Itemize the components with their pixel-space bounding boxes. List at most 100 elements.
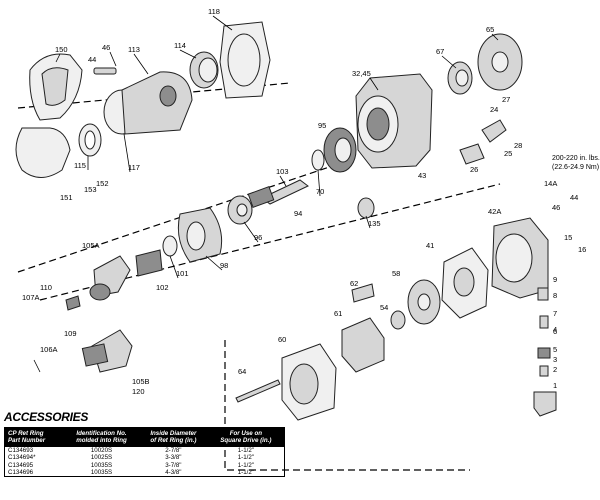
- torque-note-line: (22.6-24.9 Nm): [552, 164, 599, 171]
- part-label: 3: [553, 355, 557, 364]
- part-label: 70: [316, 187, 324, 196]
- part-label: 44: [570, 193, 578, 202]
- part-label: 106A: [40, 345, 58, 354]
- part-41-endplate: [441, 247, 489, 319]
- part-113-backhead: [103, 71, 193, 135]
- part-25-valve: [481, 119, 507, 143]
- header-line: Identification No.: [76, 430, 127, 437]
- part-95-gear: [323, 127, 357, 173]
- part-67-bearing: [447, 61, 473, 95]
- part-label: 102: [156, 283, 169, 292]
- part-label: 113: [128, 45, 140, 54]
- part-105B-anvil: [81, 329, 133, 373]
- part-label: 64: [238, 367, 246, 376]
- part-label: 46: [102, 43, 110, 52]
- part-labels: 118 150 46 113 114 44 32,45 67 65 24 27 …: [22, 7, 586, 396]
- part-label: 65: [486, 25, 494, 34]
- header-inside-diameter: Inside Diameter of Ret Ring (in.): [139, 427, 208, 447]
- table-row: C134694* 10025S 3-3/8" 1-1/2": [5, 454, 285, 461]
- part-label: 135: [368, 219, 381, 228]
- table-header-row: CP Ret Ring Part Number Identification N…: [4, 427, 285, 447]
- part-label: 6: [553, 327, 557, 336]
- part-62-blade: [351, 283, 375, 303]
- part-65-plate: [477, 33, 523, 91]
- part-label: 105A: [82, 241, 100, 250]
- part-label: 43: [418, 171, 426, 180]
- part-label: 110: [40, 283, 52, 292]
- table-row: C134693 10020S 2-7/8" 1-1/2": [5, 447, 285, 454]
- table-row: C134696 10035S 4-3/8" 1-1/2": [5, 469, 285, 477]
- part-150-handle: [29, 53, 83, 121]
- part-label: 4: [553, 325, 557, 334]
- part-label: 1: [553, 381, 557, 390]
- part-61-rotor: [341, 317, 385, 373]
- part-label: 42A: [488, 207, 501, 216]
- header-line: For Use on: [229, 430, 263, 437]
- part-label: 28: [514, 141, 522, 150]
- part-101-washer: [162, 235, 178, 257]
- part-label: 15: [564, 233, 572, 242]
- header-line: of Ret Ring (in.): [150, 437, 197, 445]
- part-label: 5: [553, 345, 557, 354]
- part-inlet-1-9: [533, 287, 557, 417]
- part-label: 8: [553, 291, 557, 300]
- part-label: 115: [74, 161, 86, 170]
- cell-part-number: C134695: [8, 461, 34, 469]
- cell-identification: 10025S: [90, 454, 113, 462]
- part-118-gasket: [219, 21, 271, 99]
- cell-identification: 10035S: [90, 469, 113, 477]
- cell-inside-diameter: 4-3/8": [165, 469, 182, 477]
- part-label: 62: [350, 279, 358, 288]
- divider-middle: [17, 159, 351, 273]
- part-58-endplate: [407, 279, 441, 325]
- part-114-ring: [189, 51, 219, 89]
- cell-square-drive: 1-1/2": [237, 446, 255, 454]
- part-label: 109: [64, 329, 77, 338]
- cell-identification: 10020S: [90, 446, 113, 454]
- part-label: 32,45: [352, 69, 371, 78]
- part-42A-cylinder-end: [491, 217, 549, 299]
- part-102-spring: [135, 249, 163, 277]
- cell-part-number: C134693: [8, 446, 34, 454]
- cell-part-number: C134696: [8, 469, 34, 477]
- part-26-throttle: [459, 143, 485, 165]
- part-label: 54: [380, 303, 388, 312]
- part-label: 61: [334, 309, 342, 318]
- part-label: 60: [278, 335, 286, 344]
- table-row: C134695 10035S 3-7/8" 1-1/2": [5, 462, 285, 469]
- part-70-washer: [311, 149, 325, 171]
- part-label: 2: [553, 365, 557, 374]
- cell-identification: 10035S: [90, 461, 113, 469]
- accessories-title: ACCESSORIES: [4, 410, 89, 424]
- part-135-bushing: [357, 197, 375, 219]
- part-label: 94: [294, 209, 302, 218]
- part-96-hammer: [227, 195, 253, 225]
- cell-part-number: C134694*: [8, 454, 36, 462]
- part-60-cylinder: [281, 343, 337, 421]
- part-label: 46: [552, 203, 560, 212]
- part-label: 120: [132, 387, 145, 396]
- part-label: 27: [502, 95, 510, 104]
- part-label: 58: [392, 269, 400, 278]
- accessories-table: CP Ret Ring Part Number Identification N…: [4, 427, 285, 478]
- torque-note: 200-220 in. lbs. (22.6-24.9 Nm): [552, 155, 600, 171]
- torque-note-line: 200-220 in. lbs.: [552, 155, 600, 162]
- header-line: molded into Ring: [76, 437, 127, 445]
- part-44-screw: [93, 67, 117, 75]
- part-label: 105B: [132, 377, 150, 386]
- cell-inside-diameter: 2-7/8": [165, 446, 182, 454]
- part-label: 150: [55, 45, 68, 54]
- part-label: 7: [553, 309, 557, 318]
- part-label: 44: [88, 55, 96, 64]
- part-label: 101: [176, 269, 189, 278]
- part-label: 107A: [22, 293, 40, 302]
- part-115-washer: [78, 123, 102, 157]
- header-line: Square Drive (in.): [220, 437, 272, 445]
- part-98-hammer-case: [177, 207, 223, 263]
- part-label: 25: [504, 149, 512, 158]
- part-109-spring: [65, 295, 81, 311]
- part-label: 151: [60, 193, 73, 202]
- header-identification: Identification No. molded into Ring: [63, 427, 140, 447]
- header-line: CP Ret Ring: [8, 430, 44, 437]
